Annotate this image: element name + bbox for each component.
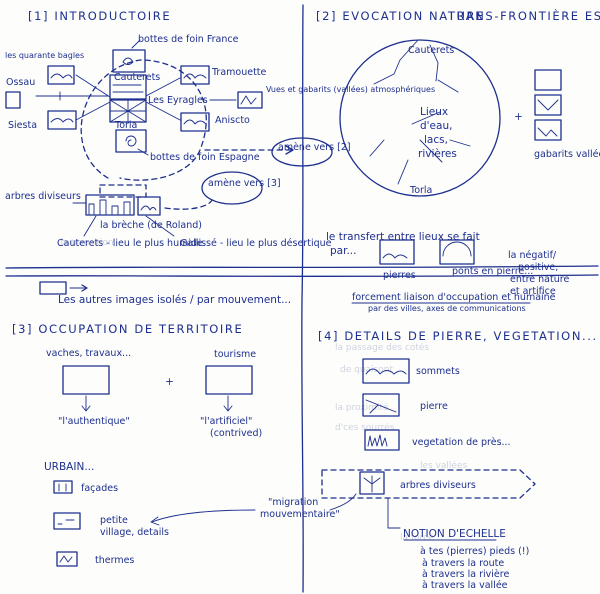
section-1-title: [1] INTRODUCTOIRE (28, 9, 171, 23)
spiral-panel (115, 129, 147, 153)
svg-text:Siesta: Siesta (8, 120, 37, 131)
svg-text:à tes (pierres) pieds (!): à tes (pierres) pieds (!) (420, 546, 529, 557)
svg-text:par des villes, axes de commun: par des villes, axes de communications (368, 304, 526, 313)
svg-text:pierre: pierre (420, 401, 448, 412)
bleed-through: la passage des cotés de quaisont la prox… (60, 238, 468, 543)
artificiel-frame (205, 365, 253, 395)
svg-text:mouvementaire": mouvementaire" (260, 509, 340, 520)
section-3-title: [3] OCCUPATION DE TERRITOIRE (12, 322, 243, 336)
svg-text:TRANS-FRONTIÈRE ESPRIT DU LIEU: TRANS-FRONTIÈRE ESPRIT DU LIEU (447, 8, 600, 23)
authentique-frame (62, 365, 110, 395)
section-2-title: [2] EVOCATION NATURE (316, 9, 485, 23)
cauterets-panel (112, 49, 146, 73)
svg-text:"l'artificiel": "l'artificiel" (200, 416, 252, 427)
svg-text:Les Eyragles: Les Eyragles (148, 95, 208, 106)
svg-text:+: + (165, 376, 174, 388)
svg-text:façades: façades (81, 483, 118, 494)
svg-text:Cauterets: Cauterets (408, 45, 454, 56)
svg-text:Torla: Torla (114, 120, 137, 131)
section-occupation-territoire: [3] OCCUPATION DE TERRITOIRE vaches, tra… (12, 322, 262, 567)
svg-text:la transition: la transition (60, 238, 114, 248)
svg-text:rivières: rivières (418, 148, 457, 160)
svg-text:URBAIN...: URBAIN... (44, 461, 94, 473)
svg-text:"l'authentique": "l'authentique" (58, 416, 130, 427)
section-evocation-nature: [2] EVOCATION NATURE TRANS-FRONTIÈRE ESP… (316, 8, 600, 313)
svg-text:amène vers [2]: amène vers [2] (278, 142, 351, 153)
svg-text:+: + (514, 111, 523, 123)
svg-text:arbres diviseurs: arbres diviseurs (5, 191, 81, 202)
svg-text:forcement liaison d'occupation: forcement liaison d'occupation et humain… (352, 292, 556, 303)
svg-text:(contrived): (contrived) (210, 428, 262, 439)
lieux-circle (339, 39, 501, 197)
svg-text:la passage des cotés: la passage des cotés (335, 342, 429, 353)
section-introductoire: [1] INTRODUCTOIRE Cauterets Les Eyragles… (5, 9, 435, 306)
svg-text:vegetation de près...: vegetation de près... (412, 437, 511, 448)
svg-text:bottes de foin Espagne: bottes de foin Espagne (150, 152, 260, 163)
svg-text:petite: petite (100, 515, 128, 526)
svg-text:"migration: "migration (268, 497, 318, 508)
svg-text:tourisme: tourisme (214, 349, 256, 360)
svg-text:et artifice: et artifice (510, 286, 556, 297)
section-details-pierre: [4] DETAILS DE PIERRE, VEGETATION... som… (150, 329, 598, 591)
svg-text:gabarits vallées: gabarits vallées (534, 149, 600, 160)
svg-text:les quarante bagles: les quarante bagles (5, 51, 84, 60)
svg-text:à travers la route: à travers la route (422, 558, 504, 569)
svg-text:d'ces sourrés: d'ces sourrés (335, 422, 395, 433)
svg-text:sommets: sommets (416, 366, 460, 377)
cauterets-photo (109, 74, 147, 100)
svg-text:le transfert entre lieux se fa: le transfert entre lieux se fait (326, 231, 480, 243)
section-4-title: [4] DETAILS DE PIERRE, VEGETATION... (318, 329, 598, 343)
svg-text:la brèche (de Roland): la brèche (de Roland) (100, 220, 202, 231)
svg-text:les vallées: les vallées (420, 460, 468, 471)
svg-text:ponts en pierre...: ponts en pierre... (452, 266, 533, 277)
svg-text:arbres diviseurs: arbres diviseurs (400, 480, 476, 491)
svg-text:Torla: Torla (409, 185, 432, 196)
svg-text:la force: la force (400, 533, 434, 543)
svg-text:village, details: village, details (100, 527, 169, 538)
svg-text:la proximité: la proximité (335, 402, 389, 413)
svg-text:à travers la rivière: à travers la rivière (422, 569, 509, 580)
svg-text:Aniscto: Aniscto (215, 115, 250, 126)
svg-text:Ossau: Ossau (6, 77, 35, 88)
svg-text:Tramouette: Tramouette (211, 67, 267, 78)
svg-text:de quaisont: de quaisont (340, 365, 393, 375)
svg-text:Les autres images isolés / par: Les autres images isolés / par mouvement… (58, 294, 291, 306)
svg-text:la négatif/: la négatif/ (508, 250, 557, 261)
svg-text:entre nature: entre nature (510, 274, 569, 285)
svg-text:par...: par... (330, 245, 356, 257)
svg-text:d'eau,: d'eau, (420, 120, 452, 132)
svg-text:Lieux: Lieux (420, 106, 448, 118)
svg-text:vaches, travaux...: vaches, travaux... (46, 348, 131, 359)
svg-text:bottes de foin France: bottes de foin France (138, 34, 239, 45)
svg-text:thermes: thermes (95, 555, 134, 566)
svg-text:à travers la vallée: à travers la vallée (422, 580, 508, 591)
svg-text:Cauterets - lieu le plus humid: Cauterets - lieu le plus humide (57, 238, 203, 249)
svg-text:Cauterets: Cauterets (114, 72, 160, 83)
svg-text:pierres: pierres (383, 270, 416, 281)
svg-text:Gallissé - lieu le plus désert: Gallissé - lieu le plus désertique (180, 238, 332, 249)
svg-text:NOTION D'ECHELLE: NOTION D'ECHELLE (403, 528, 506, 540)
svg-text:positive,: positive, (518, 262, 558, 273)
svg-text:lacs,: lacs, (424, 134, 448, 146)
svg-text:Vues et gabarits (vallées) atm: Vues et gabarits (vallées) atmosphérique… (266, 84, 435, 94)
grid-dividers (5, 4, 599, 593)
svg-text:amène vers [3]: amène vers [3] (208, 178, 281, 189)
